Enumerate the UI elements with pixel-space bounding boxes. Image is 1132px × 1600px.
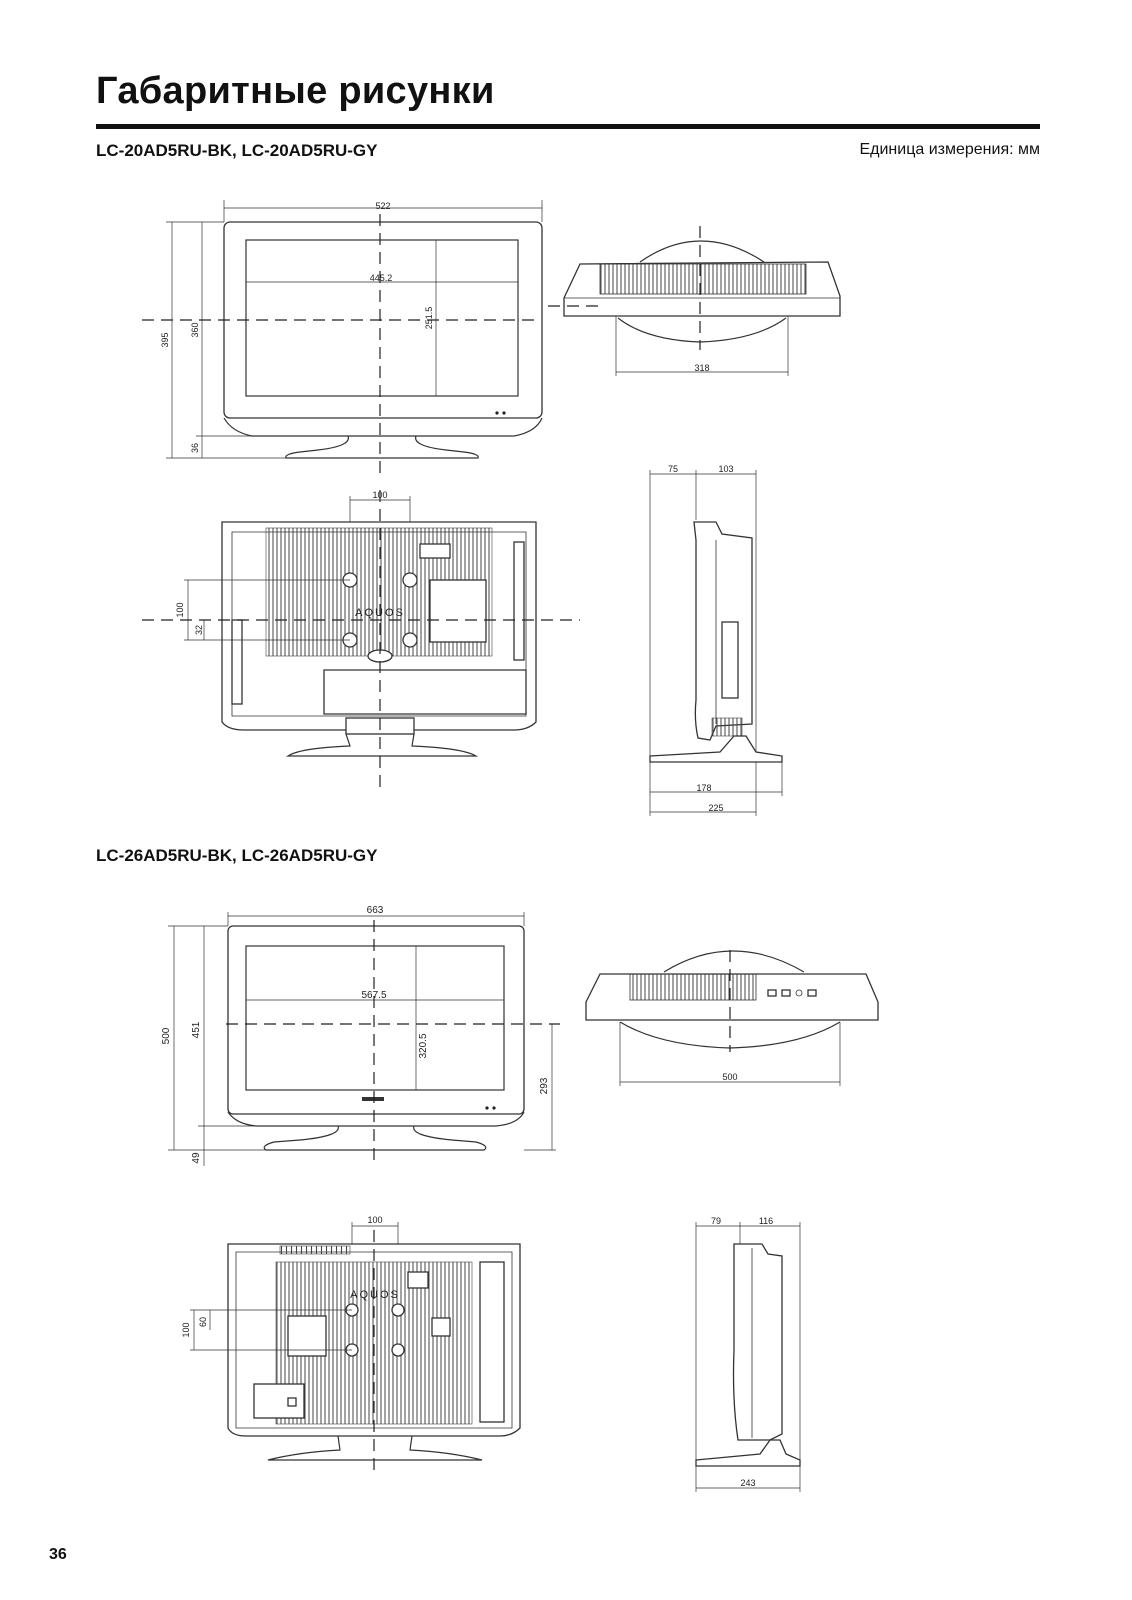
dim-26-body-height: 451 (191, 1021, 202, 1038)
dim-26-side-base-total: 243 (740, 1478, 755, 1488)
model-20-front-view: 522 445.2 251.5 395 360 36 (142, 200, 543, 480)
rear-logo-20: AQUOS (355, 607, 405, 619)
model-20-side-view: 75 103 178 225 (649, 464, 783, 816)
dim-20-stand-height: 36 (190, 443, 200, 453)
dim-26-vesa-width: 100 (367, 1215, 382, 1225)
dim-20-side-back: 103 (718, 464, 733, 474)
dim-20-vesa-offset: 32 (194, 625, 204, 635)
dim-20-top-stand-width: 318 (694, 363, 709, 373)
dim-20-width: 522 (375, 201, 390, 211)
dim-26-top-stand-width: 500 (722, 1072, 737, 1082)
model-20-rear-view: 100 AQUOS 100 32 (142, 490, 580, 790)
dim-26-width: 663 (367, 905, 384, 916)
dim-20-side-base-total: 225 (708, 803, 723, 813)
page-number: 36 (49, 1546, 67, 1563)
title-rule (96, 124, 1040, 129)
dim-20-screen-height: 251.5 (424, 307, 434, 330)
dim-26-screen-height: 320.5 (418, 1033, 429, 1058)
dim-26-side-front: 79 (711, 1216, 721, 1226)
model-26-top-view: 500 (585, 950, 879, 1086)
dim-26-total-height: 500 (161, 1027, 172, 1044)
model-26-rear-view: 100 AQUOS 100 60 (181, 1215, 521, 1470)
model-heading-20: LC-20AD5RU-BK, LC-20AD5RU-GY (96, 141, 378, 160)
dim-20-body-height: 360 (190, 322, 200, 337)
dim-20-screen-width: 445.2 (370, 273, 393, 283)
dim-20-side-base-inner: 178 (696, 783, 711, 793)
dim-26-center-height: 293 (539, 1077, 550, 1094)
model-26-side-view: 79 116 243 (695, 1216, 801, 1492)
dim-26-screen-width: 567.5 (361, 990, 386, 1001)
model-26-front-view: 663 567.5 320.5 500 451 49 293 (161, 905, 560, 1166)
rear-logo-26: AQUOS (350, 1289, 400, 1301)
dim-26-vesa-offset: 60 (198, 1317, 208, 1327)
model-heading-26: LC-26AD5RU-BK, LC-26AD5RU-GY (96, 846, 378, 865)
dim-20-total-height: 395 (160, 332, 170, 347)
dim-20-side-front: 75 (668, 464, 678, 474)
dim-26-stand-height: 49 (191, 1152, 202, 1164)
page-title: Габаритные рисунки (96, 70, 495, 112)
unit-label: Единица измерения: мм (859, 141, 1040, 158)
model-20-top-view: 318 (548, 226, 841, 376)
dim-26-side-back: 116 (759, 1216, 773, 1226)
dim-20-vesa-height: 100 (175, 602, 185, 617)
dim-26-vesa-height: 100 (181, 1322, 191, 1337)
